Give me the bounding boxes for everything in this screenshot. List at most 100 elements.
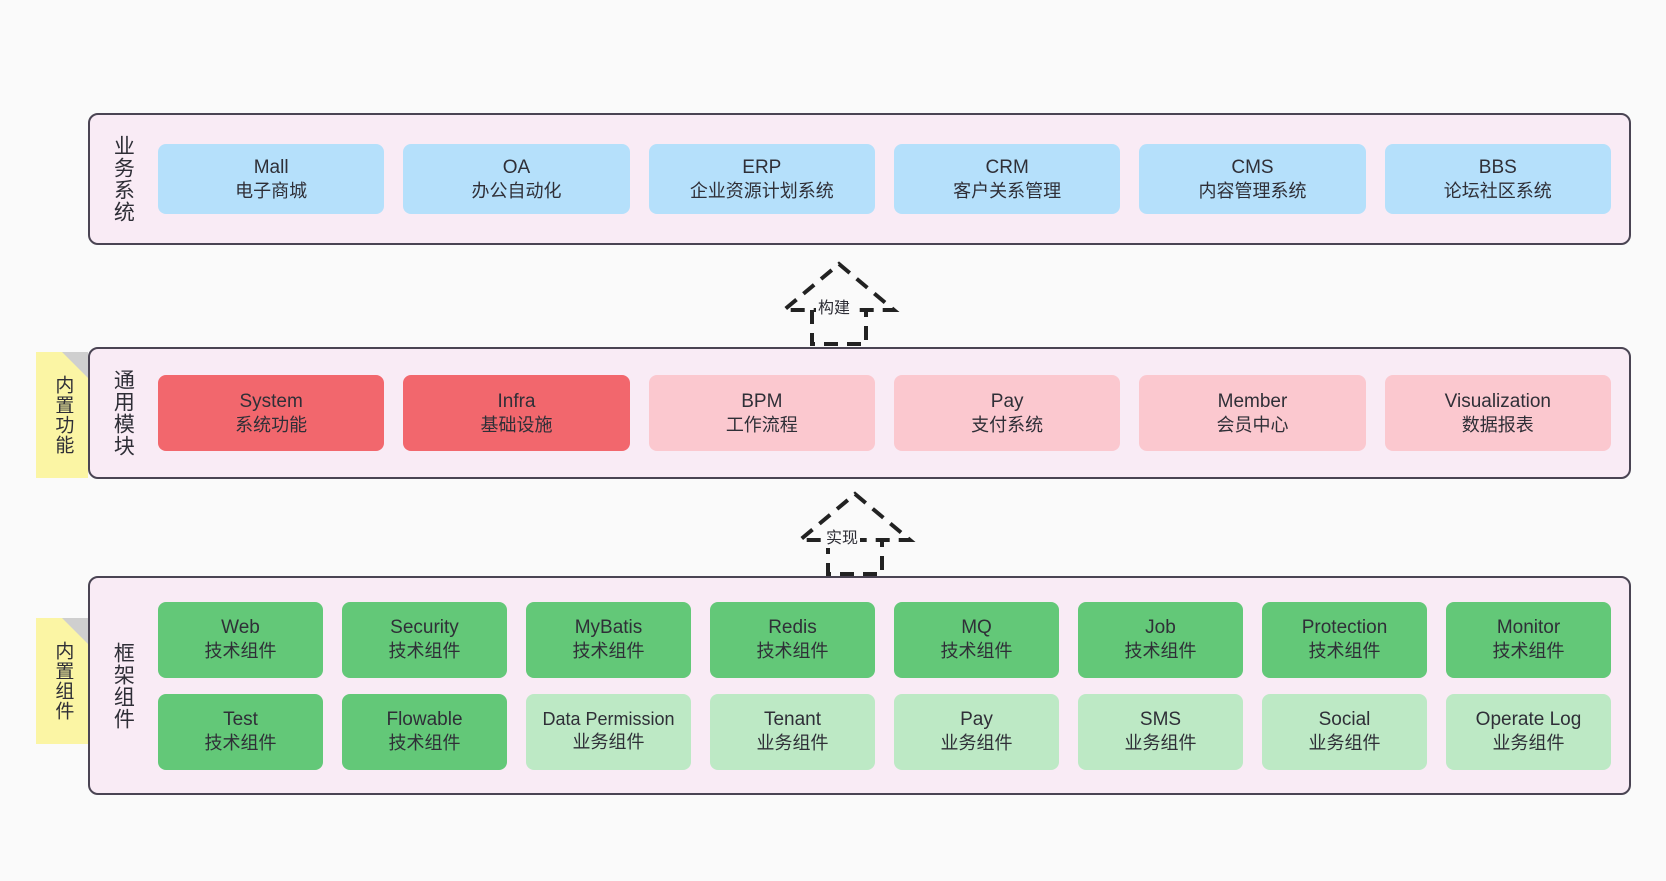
card-subtitle: 技术组件 [572, 641, 645, 662]
layer-body-common: System 系统功能 Infra 基础设施 BPM 工作流程 Pay 支付系统… [144, 349, 1629, 477]
card-bbs[interactable]: BBS 论坛社区系统 [1384, 144, 1611, 214]
card-subtitle: 业务组件 [756, 733, 829, 754]
card-title: Social [1318, 709, 1371, 731]
card-data-permission[interactable]: Data Permission 业务组件 [526, 693, 691, 770]
card-member[interactable]: Member 会员中心 [1139, 375, 1366, 451]
layer-title-framework: 框架组件 [111, 641, 135, 730]
card-subtitle: 论坛社区系统 [1443, 180, 1552, 201]
card-redis[interactable]: Redis 技术组件 [710, 601, 875, 678]
card-subtitle: 工作流程 [725, 414, 798, 435]
card-pay[interactable]: Pay 支付系统 [893, 375, 1121, 451]
card-title: MQ [961, 617, 992, 639]
layer-title-business: 业务系统 [111, 135, 135, 223]
card-title: Flowable [386, 709, 463, 731]
card-flowable[interactable]: Flowable 技术组件 [342, 693, 507, 770]
card-subtitle: 基础设施 [480, 414, 553, 435]
card-row: Test 技术组件 Flowable 技术组件 Data Permission … [158, 693, 1611, 770]
layer-common-modules: 通用模块 System 系统功能 Infra 基础设施 BPM 工作流程 Pay… [88, 347, 1631, 479]
card-row: Mall 电子商城 OA 办公自动化 ERP 企业资源计划系统 CRM 客户关系… [158, 144, 1611, 214]
card-visualization[interactable]: Visualization 数据报表 [1384, 375, 1611, 451]
card-title: Member [1217, 390, 1288, 412]
card-subtitle: 业务组件 [940, 733, 1013, 754]
card-title: ERP [742, 156, 782, 178]
card-subtitle: 内容管理系统 [1198, 180, 1307, 201]
card-mybatis[interactable]: MyBatis 技术组件 [526, 601, 691, 678]
card-mq[interactable]: MQ 技术组件 [894, 601, 1059, 678]
card-job[interactable]: Job 技术组件 [1078, 601, 1243, 678]
card-title: Visualization [1444, 390, 1551, 412]
card-sms[interactable]: SMS 业务组件 [1078, 693, 1243, 770]
card-subtitle: 技术组件 [388, 641, 461, 662]
folded-corner-icon [62, 618, 88, 644]
card-title: Operate Log [1475, 709, 1582, 731]
layer-body-framework: Web 技术组件 Security 技术组件 MyBatis 技术组件 Redi… [144, 578, 1629, 793]
card-title: Pay [960, 709, 993, 731]
card-subtitle: 企业资源计划系统 [689, 180, 834, 201]
card-subtitle: 技术组件 [204, 733, 277, 754]
card-infra[interactable]: Infra 基础设施 [403, 375, 630, 451]
connector-label-implement: 实现 [824, 524, 861, 548]
card-title: Infra [497, 390, 536, 412]
card-subtitle: 技术组件 [1124, 641, 1197, 662]
card-title: CRM [985, 156, 1029, 178]
card-title: BPM [741, 390, 783, 412]
card-title: MyBatis [574, 617, 643, 639]
card-title: Mall [253, 156, 289, 178]
card-cms[interactable]: CMS 内容管理系统 [1139, 144, 1366, 214]
card-title: Tenant [763, 709, 822, 731]
card-subtitle: 技术组件 [940, 641, 1013, 662]
card-tenant[interactable]: Tenant 业务组件 [710, 693, 875, 770]
card-row: Web 技术组件 Security 技术组件 MyBatis 技术组件 Redi… [158, 601, 1611, 678]
card-title: Data Permission [542, 709, 675, 730]
card-subtitle: 业务组件 [572, 731, 645, 752]
card-title: Pay [990, 390, 1024, 412]
layer-title-common: 通用模块 [111, 369, 135, 457]
card-row: System 系统功能 Infra 基础设施 BPM 工作流程 Pay 支付系统… [158, 375, 1611, 451]
sticky-note-builtin-components: 内置组件 [36, 618, 88, 744]
card-subtitle: 业务组件 [1124, 733, 1197, 754]
layer-business-systems: 业务系统 Mall 电子商城 OA 办公自动化 ERP 企业资源计划系统 CRM… [88, 113, 1631, 245]
card-title: Redis [768, 617, 817, 639]
card-subtitle: 业务组件 [1492, 733, 1565, 754]
card-title: OA [502, 156, 531, 178]
card-operate-log[interactable]: Operate Log 业务组件 [1446, 693, 1611, 770]
card-subtitle: 支付系统 [971, 414, 1044, 435]
card-subtitle: 客户关系管理 [953, 180, 1062, 201]
layer-body-business: Mall 电子商城 OA 办公自动化 ERP 企业资源计划系统 CRM 客户关系… [144, 115, 1629, 243]
sticky-note-label: 内置功能 [52, 375, 74, 455]
card-subtitle: 技术组件 [1492, 641, 1565, 662]
card-erp[interactable]: ERP 企业资源计划系统 [648, 144, 875, 214]
card-title: System [239, 390, 303, 412]
card-social[interactable]: Social 业务组件 [1262, 693, 1427, 770]
card-web[interactable]: Web 技术组件 [158, 601, 323, 678]
card-title: BBS [1478, 156, 1517, 178]
card-security[interactable]: Security 技术组件 [342, 601, 507, 678]
sticky-note-label: 内置组件 [52, 641, 74, 721]
card-title: Security [390, 617, 459, 639]
card-oa[interactable]: OA 办公自动化 [403, 144, 630, 214]
connector-implement-arrow: 实现 [760, 488, 950, 578]
card-mall[interactable]: Mall 电子商城 [158, 144, 385, 214]
card-protection[interactable]: Protection 技术组件 [1262, 601, 1427, 678]
card-title: Monitor [1496, 617, 1561, 639]
card-subtitle: 系统功能 [235, 414, 308, 435]
card-subtitle: 会员中心 [1216, 414, 1289, 435]
card-bpm[interactable]: BPM 工作流程 [648, 375, 875, 451]
card-subtitle: 技术组件 [388, 733, 461, 754]
card-title: Job [1145, 617, 1176, 639]
card-title: Protection [1301, 617, 1388, 639]
card-subtitle: 技术组件 [1308, 641, 1381, 662]
layer-framework-components: 框架组件 Web 技术组件 Security 技术组件 MyBatis 技术组件… [88, 576, 1631, 795]
card-title: CMS [1231, 156, 1274, 178]
card-system[interactable]: System 系统功能 [158, 375, 385, 451]
card-subtitle: 电子商城 [235, 180, 308, 201]
card-subtitle: 数据报表 [1461, 414, 1534, 435]
card-test[interactable]: Test 技术组件 [158, 693, 323, 770]
folded-corner-icon [62, 352, 88, 378]
sticky-note-builtin-features: 内置功能 [36, 352, 88, 478]
card-monitor[interactable]: Monitor 技术组件 [1446, 601, 1611, 678]
card-pay-business[interactable]: Pay 业务组件 [894, 693, 1059, 770]
card-crm[interactable]: CRM 客户关系管理 [893, 144, 1121, 214]
card-title: Web [221, 617, 260, 639]
